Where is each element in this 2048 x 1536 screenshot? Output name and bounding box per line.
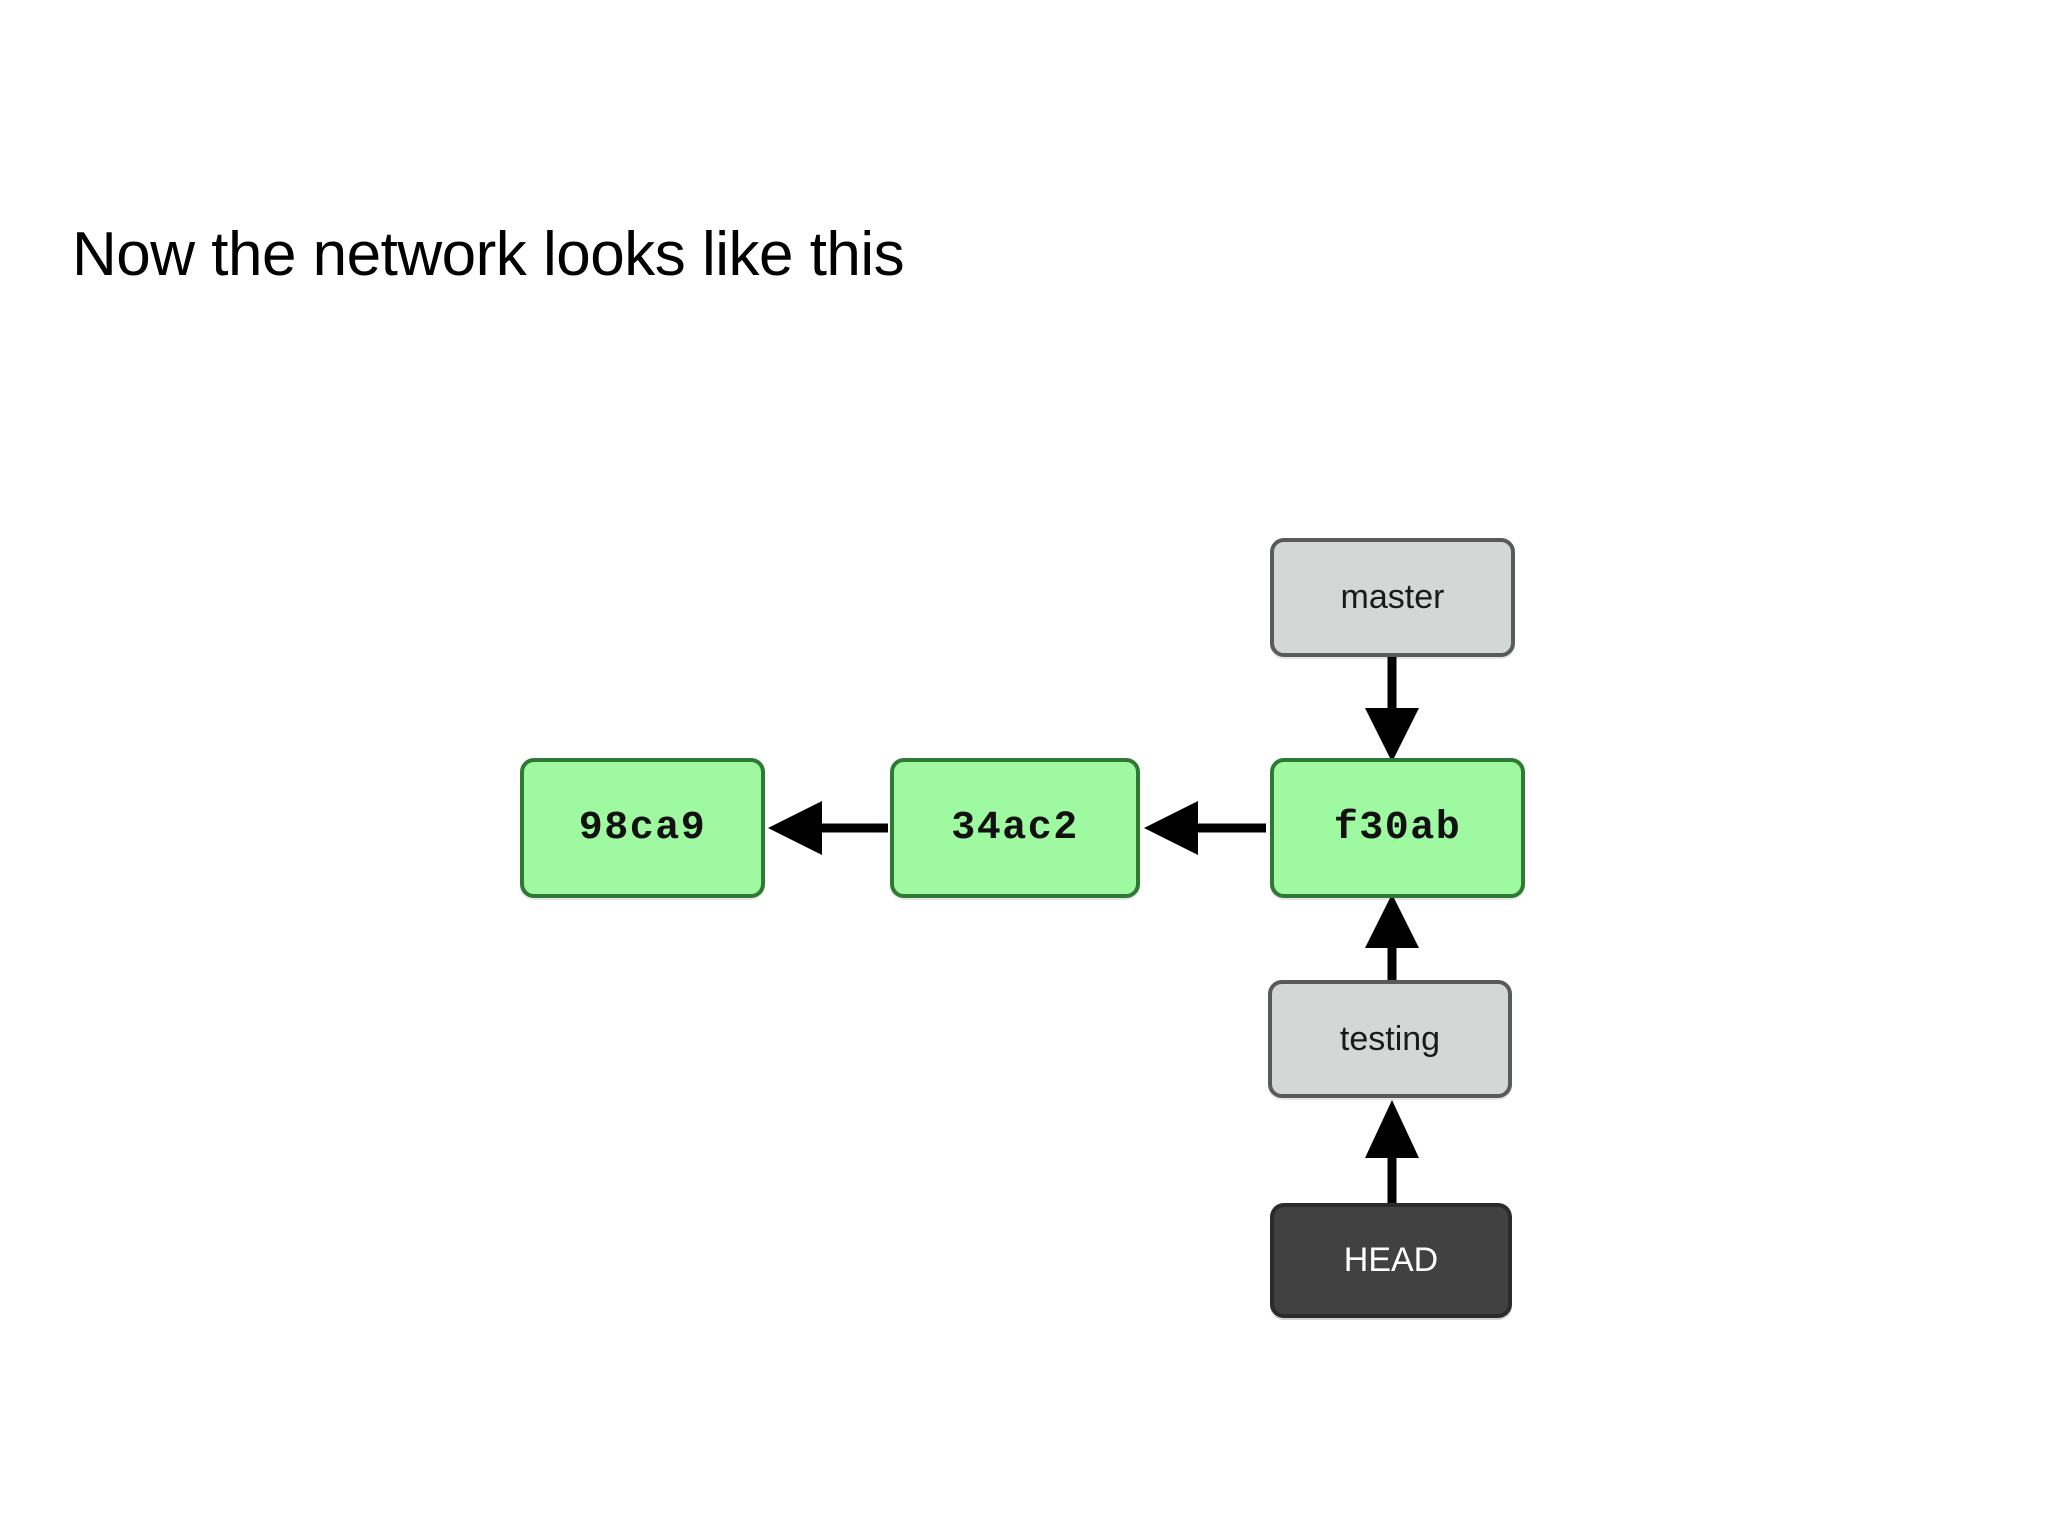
node-testing-label: testing [1339,1019,1441,1058]
node-head-label: HEAD [1343,1241,1439,1279]
node-master[interactable]: master [1270,538,1515,657]
edge-f30ab-to-34ac2 [1144,801,1266,855]
edge-testing-to-f30ab [1365,894,1419,980]
edge-34ac2-to-98ca9 [768,801,888,855]
node-head[interactable]: HEAD [1270,1203,1512,1318]
node-commit-f30ab[interactable]: f30ab [1270,758,1525,898]
node-commit-f30ab-label: f30ab [1333,805,1462,851]
edge-master-to-f30ab [1365,657,1419,762]
page-title: Now the network looks like this [72,220,905,289]
node-commit-98ca9-label: 98ca9 [578,805,707,851]
node-commit-98ca9[interactable]: 98ca9 [520,758,765,898]
node-commit-34ac2[interactable]: 34ac2 [890,758,1140,898]
edge-head-to-testing [1365,1100,1419,1203]
node-commit-34ac2-label: 34ac2 [951,805,1079,851]
node-master-label: master [1340,578,1445,616]
node-testing[interactable]: testing [1268,980,1512,1098]
